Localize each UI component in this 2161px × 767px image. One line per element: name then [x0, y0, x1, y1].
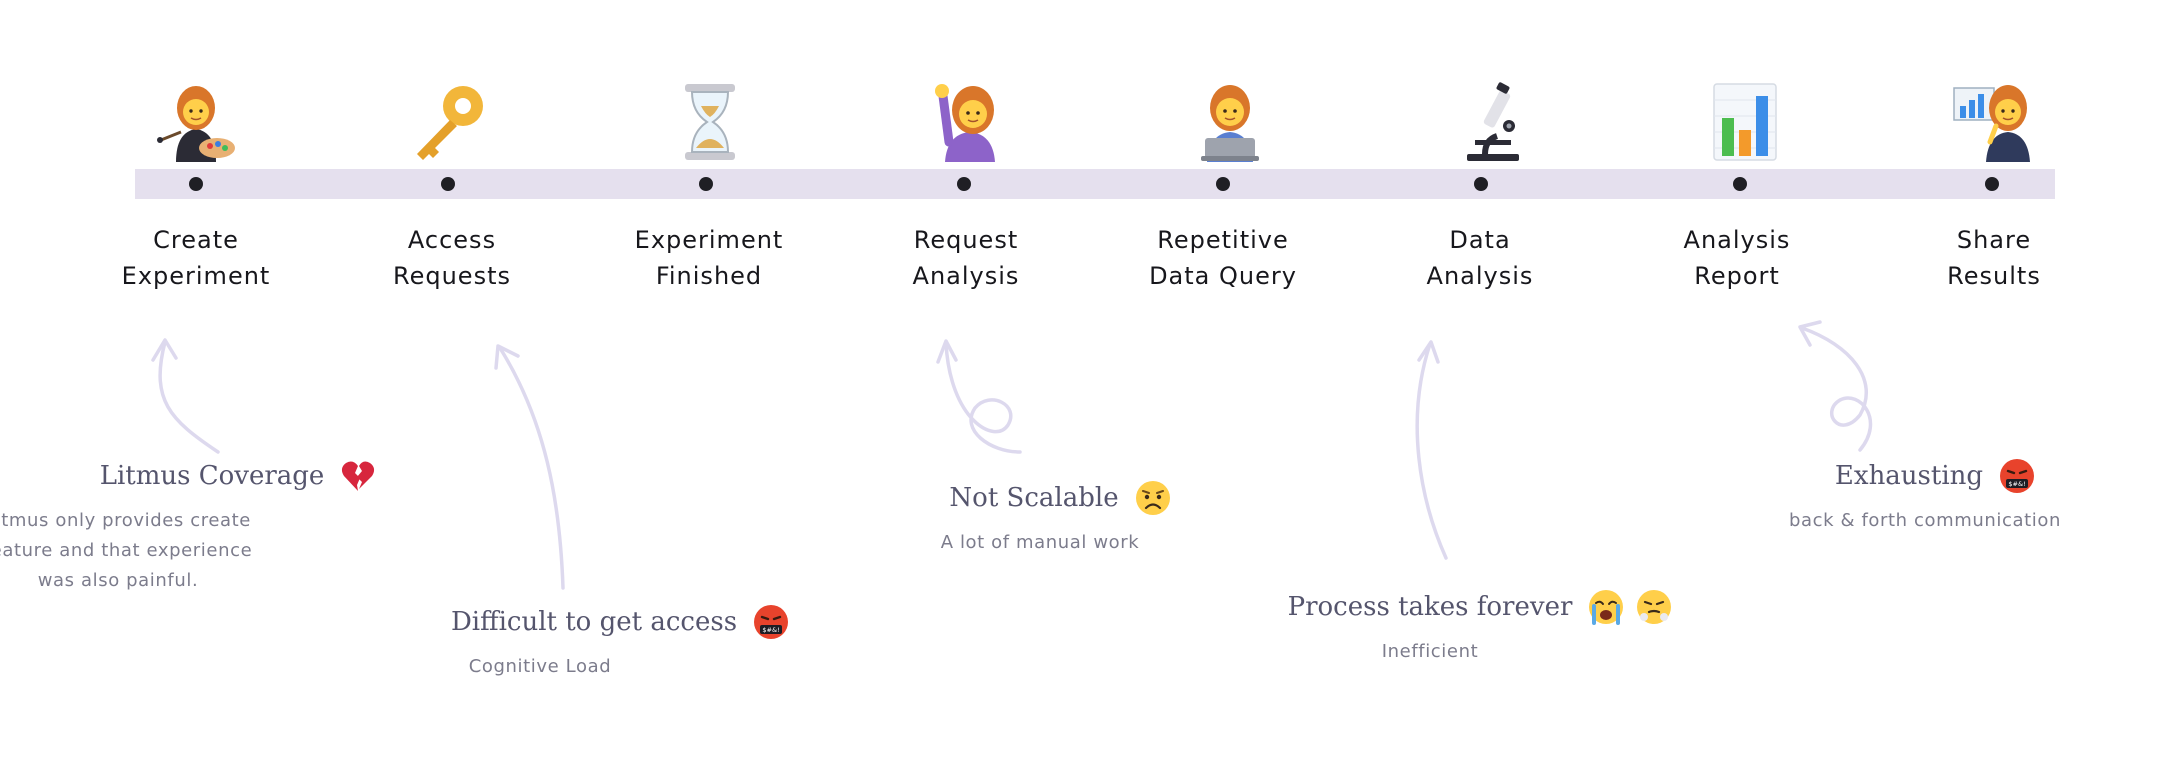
pain-description: A lot of manual work [940, 532, 1140, 553]
pain-description: Cognitive Load [468, 656, 612, 677]
woman-raising-hand-icon [925, 82, 1015, 162]
hourglass-icon [665, 82, 755, 162]
arrow-not-scalable [944, 341, 1022, 454]
broken-heart-icon [340, 458, 376, 494]
timeline-dot [1733, 177, 1747, 191]
pain-description: Inefficient [1381, 641, 1479, 662]
pain-point-exhausting: Exhausting $#&! back & forth communicati… [1789, 458, 2060, 536]
worried-face-icon [1135, 480, 1171, 516]
arrow-exhausting [1800, 326, 1873, 452]
arrow-difficult-access [498, 346, 565, 590]
pain-point-process-forever: Process takes forever Inefficient [1270, 589, 1690, 667]
pain-point-litmus-coverage: Litmus Coverage Litmus only provides cre… [0, 458, 416, 596]
key-icon [405, 82, 495, 162]
pain-title: Difficult to get access [450, 607, 738, 637]
pain-title: Litmus Coverage [99, 461, 325, 491]
pain-title: Exhausting [1834, 461, 1984, 491]
timeline-dot [699, 177, 713, 191]
woman-technologist-icon [1185, 82, 1275, 162]
steam-face-icon [1636, 589, 1672, 625]
pain-point-not-scalable: Not Scalable A lot of manual work [900, 480, 1220, 558]
timeline-dot [1985, 177, 1999, 191]
cursing-face-icon: $#&! [1999, 458, 2035, 494]
timeline-dot [189, 177, 203, 191]
pain-description: back & forth communication [1789, 510, 2061, 531]
svg-text:$#&!: $#&! [2008, 480, 2025, 488]
timeline-dot [441, 177, 455, 191]
pain-title: Not Scalable [949, 483, 1119, 513]
woman-artist-icon [151, 82, 241, 162]
arrow-process-forever [1415, 342, 1448, 560]
cursing-face-icon: $#&! [753, 604, 789, 640]
bar-chart-icon [1700, 82, 1790, 162]
timeline-dot [957, 177, 971, 191]
crying-face-icon [1588, 589, 1624, 625]
pain-point-difficult-access: Difficult to get access $#&! Cognitive L… [440, 604, 800, 682]
timeline-dot [1216, 177, 1230, 191]
timeline-track [135, 169, 2055, 199]
timeline-dot [1474, 177, 1488, 191]
arrow-litmus-coverage [158, 340, 220, 454]
pain-description: Litmus only provides create feature and … [0, 510, 253, 591]
svg-text:$#&!: $#&! [762, 626, 779, 634]
woman-presenter-icon [1952, 82, 2042, 162]
pain-title: Process takes forever [1287, 592, 1573, 622]
microscope-icon [1445, 82, 1535, 162]
